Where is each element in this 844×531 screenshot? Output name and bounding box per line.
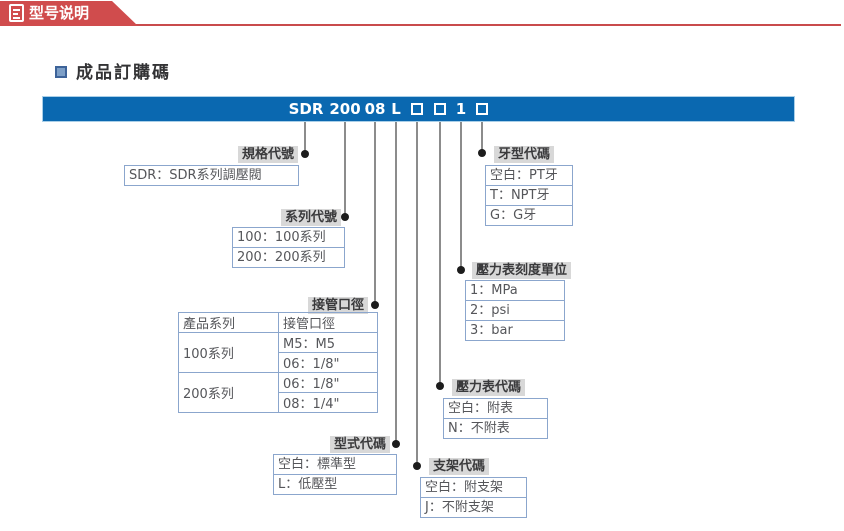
connector-line-bracket bbox=[416, 122, 418, 466]
code-segment-port: 08 bbox=[364, 100, 386, 118]
callout-row: T：NPT牙 bbox=[486, 185, 572, 205]
bullet-series bbox=[341, 213, 349, 221]
callout-label-thread: 牙型代碼 bbox=[494, 146, 555, 163]
callout-label-bracket: 支架代碼 bbox=[429, 458, 490, 475]
bullet-thread bbox=[478, 149, 486, 157]
section-heading: 成品訂購碼 bbox=[76, 63, 171, 83]
callout-box-type: 空白：標準型 L：低壓型 bbox=[273, 454, 397, 495]
port-table: 產品系列 接管口徑 100系列 M5：M5 06：1/8" 200系列 06：1… bbox=[178, 312, 378, 413]
port-table-cell: 06：1/8" bbox=[278, 352, 378, 373]
callout-row: 空白：附表 bbox=[448, 401, 514, 416]
callout-box-unit: 1：MPa 2：psi 3：bar bbox=[465, 280, 565, 341]
code-segment-spec: SDR bbox=[288, 100, 324, 118]
callout-label-unit: 壓力表刻度單位 bbox=[472, 262, 572, 279]
callout-row: 空白：PT牙 bbox=[490, 168, 558, 183]
callout-row: 200：200系列 bbox=[233, 247, 344, 267]
callout-row: J：不附支架 bbox=[421, 497, 526, 517]
callout-label-spec: 規格代號 bbox=[237, 146, 298, 163]
callout-row: 100：100系列 bbox=[237, 230, 326, 245]
callout-box-thread: 空白：PT牙 T：NPT牙 G：G牙 bbox=[485, 165, 573, 226]
bullet-port bbox=[371, 301, 379, 309]
callout-label-port: 接管口徑 bbox=[307, 297, 368, 314]
blank-box-thread bbox=[476, 103, 488, 115]
bullet-spec bbox=[301, 150, 309, 158]
connector-line-unit bbox=[460, 122, 462, 270]
blank-box-bracket bbox=[411, 103, 423, 115]
connector-line-spec bbox=[304, 122, 306, 154]
port-table-group: 200系列 bbox=[178, 372, 279, 413]
connector-line-thread bbox=[481, 122, 483, 153]
port-table-cell: 08：1/4" bbox=[278, 392, 378, 413]
port-table-header: 產品系列 bbox=[178, 312, 279, 333]
callout-row: L：低壓型 bbox=[274, 474, 396, 494]
callout-box-spec: SDR：SDR系列調壓閥 bbox=[124, 165, 299, 186]
section-bullet-icon bbox=[55, 66, 67, 78]
callout-row: 1：MPa bbox=[470, 283, 518, 298]
order-code-bar bbox=[42, 96, 795, 122]
callout-box-series: 100：100系列 200：200系列 bbox=[232, 227, 345, 268]
page-title: 型号说明 bbox=[29, 4, 90, 22]
blank-box-gauge bbox=[434, 103, 446, 115]
callout-row: 2：psi bbox=[466, 300, 564, 320]
connector-line-gauge bbox=[439, 122, 441, 386]
callout-row: SDR：SDR系列調壓閥 bbox=[129, 168, 262, 183]
callout-row: G：G牙 bbox=[486, 205, 572, 225]
callout-row: 空白：標準型 bbox=[278, 457, 357, 472]
port-table-group: 100系列 bbox=[178, 332, 279, 373]
callout-box-bracket: 空白：附支架 J：不附支架 bbox=[420, 477, 527, 518]
code-segment-type: L bbox=[391, 100, 401, 118]
connector-line-series bbox=[344, 122, 346, 217]
port-table-cell: M5：M5 bbox=[278, 332, 378, 353]
bullet-type bbox=[392, 440, 400, 448]
bullet-unit bbox=[457, 266, 465, 274]
callout-label-gauge: 壓力表代碼 bbox=[452, 379, 526, 396]
callout-label-type: 型式代碼 bbox=[329, 436, 390, 453]
connector-line-type bbox=[395, 122, 397, 444]
document-icon bbox=[9, 4, 24, 22]
bullet-gauge bbox=[436, 382, 444, 390]
connector-line-port bbox=[374, 122, 376, 305]
callout-row: N：不附表 bbox=[444, 418, 547, 438]
callout-row: 空白：附支架 bbox=[425, 480, 504, 495]
port-table-header: 接管口徑 bbox=[278, 312, 378, 333]
code-segment-series: 200 bbox=[329, 100, 361, 118]
bullet-bracket bbox=[413, 462, 421, 470]
callout-box-gauge: 空白：附表 N：不附表 bbox=[443, 398, 548, 439]
header-underline bbox=[0, 24, 841, 26]
callout-row: 3：bar bbox=[466, 320, 564, 340]
callout-label-series: 系列代號 bbox=[280, 209, 341, 226]
code-segment-unit: 1 bbox=[455, 100, 467, 118]
port-table-cell: 06：1/8" bbox=[278, 372, 378, 393]
